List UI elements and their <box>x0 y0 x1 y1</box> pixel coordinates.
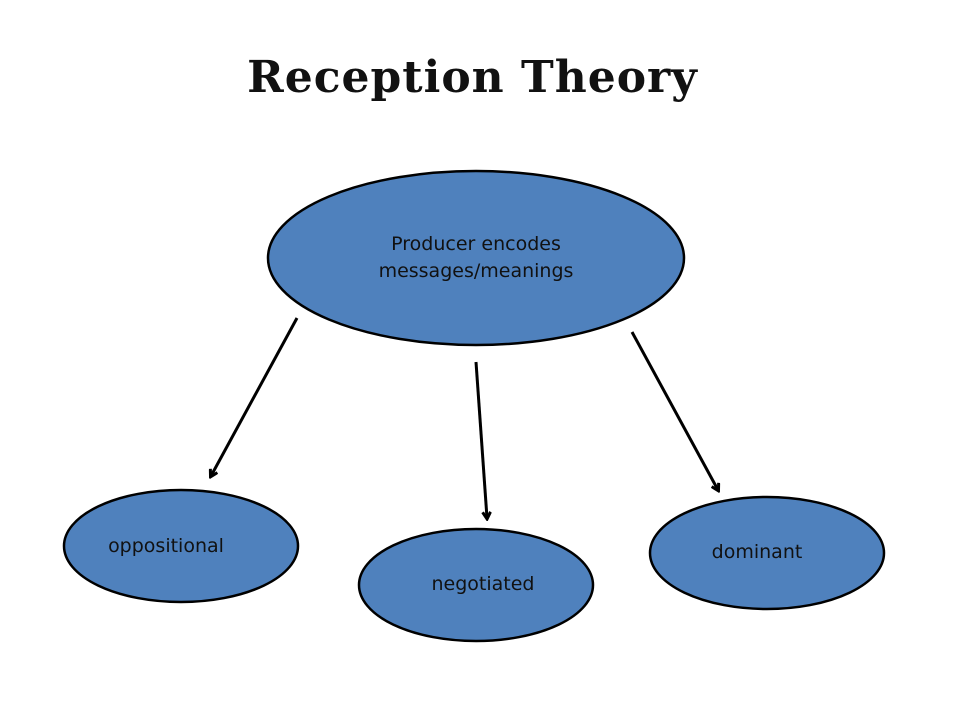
producer-label-line-1: Producer encodes <box>391 233 561 255</box>
producer-node <box>266 169 686 347</box>
producer-label-line-2: messages/meanings <box>378 260 574 282</box>
negotiated-node-label: negotiated <box>431 573 535 595</box>
dominant-node <box>648 495 886 611</box>
oppositional-node <box>62 488 300 604</box>
oppositional-node-label: oppositional <box>108 535 224 557</box>
negotiated-node <box>357 527 595 643</box>
dominant-node-label: dominant <box>711 541 803 563</box>
arrow-to-negotiated <box>474 361 487 518</box>
producer-node-label: Producer encodes messages/meanings <box>326 231 626 285</box>
slide-title: Reception Theory <box>247 52 698 103</box>
arrow-to-oppositional <box>211 317 299 476</box>
arrow-to-dominant <box>630 331 718 490</box>
